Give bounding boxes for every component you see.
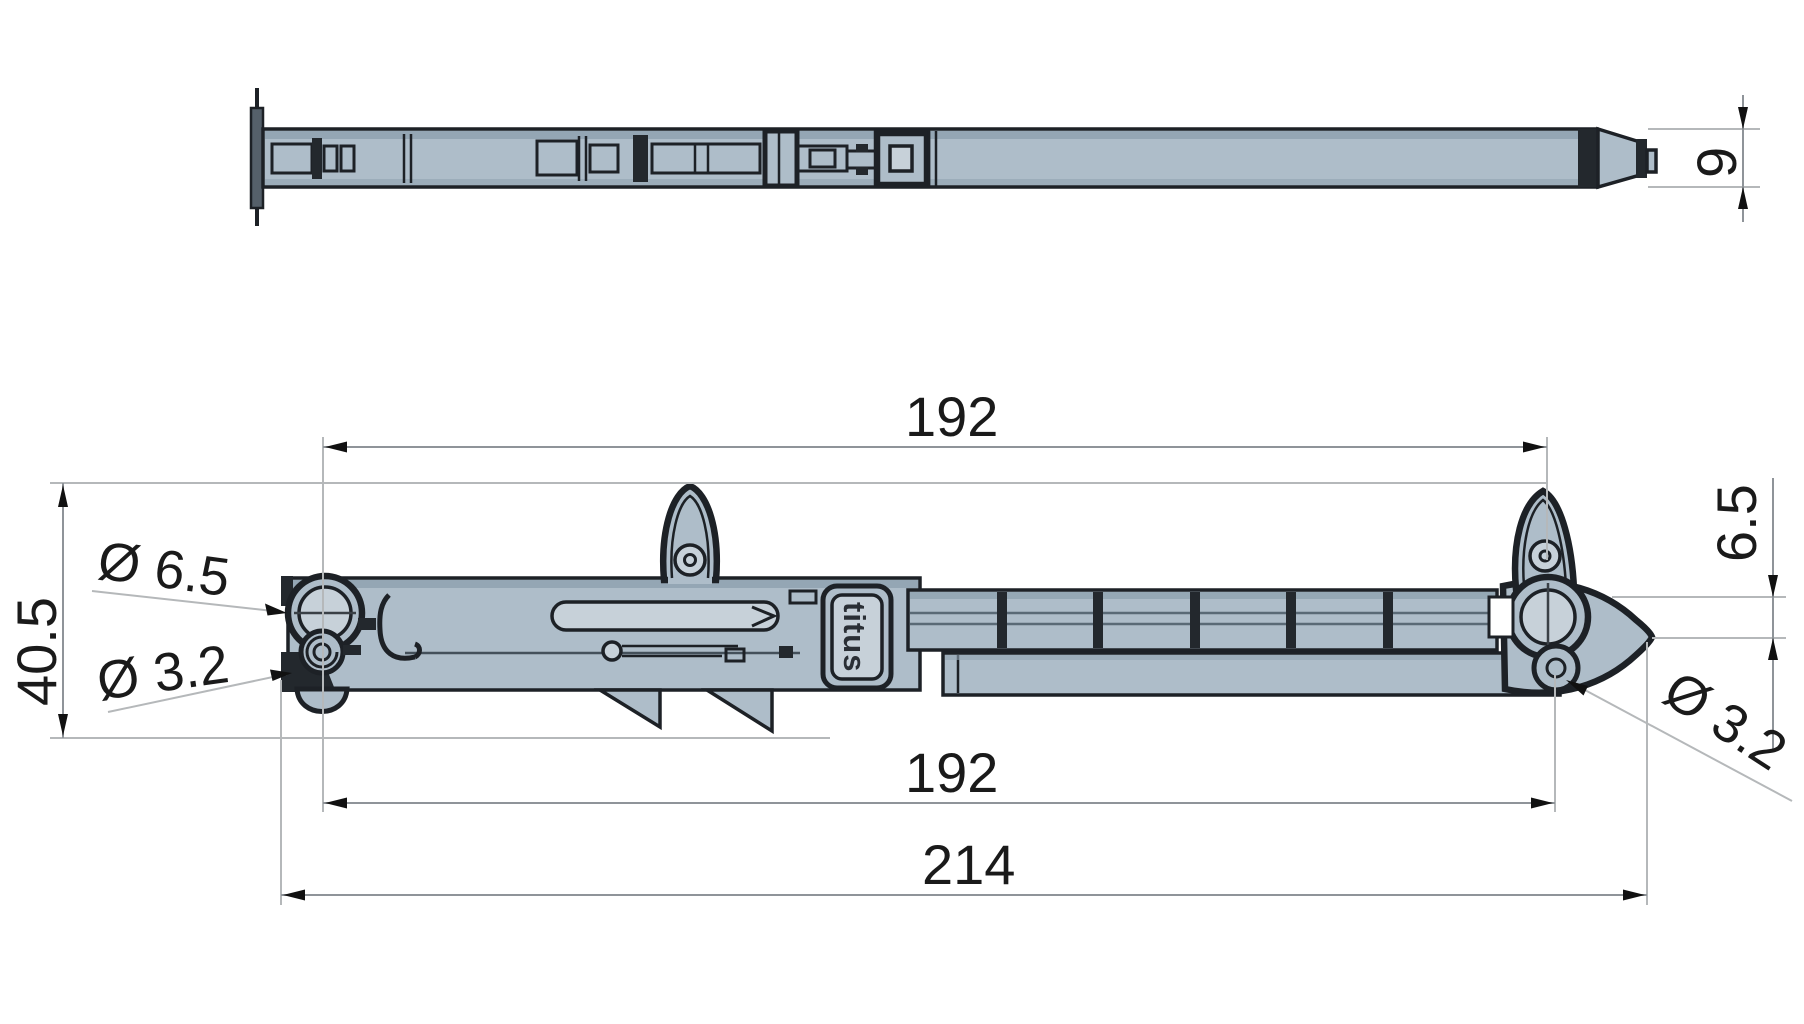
dim-label-hole-pitch-bottom: 192 — [905, 741, 998, 804]
foot-right — [700, 688, 774, 735]
lower-rail — [941, 651, 1562, 697]
rail-inner-details — [270, 128, 938, 189]
dimension-hole-pitch-bottom: 192 — [323, 675, 1556, 812]
end-assembly-right — [1487, 487, 1656, 697]
dimension-hole-pitch-top: 192 — [322, 385, 1548, 812]
hook-slot — [377, 593, 422, 661]
dimension-overall-height: 40.5 — [5, 482, 1548, 739]
dim-label-rail-thickness: 9 — [1685, 147, 1748, 178]
dim-label-overall-length: 214 — [922, 833, 1015, 896]
rail-end-flange — [249, 88, 265, 226]
latch-slot — [601, 640, 746, 663]
callout-label-large-hole: Ø 6.5 — [94, 530, 233, 608]
dim-label-overall-height: 40.5 — [5, 597, 68, 706]
long-slot — [550, 600, 780, 632]
callout-small-hole-left: Ø 3.2 — [93, 634, 292, 713]
dimension-tip-offset: 6.5 — [1612, 478, 1786, 752]
dim-label-hole-pitch-top: 192 — [905, 385, 998, 448]
mounting-lug-center — [660, 482, 720, 584]
foot-left — [593, 688, 662, 731]
rail-connector-block — [762, 128, 938, 189]
callout-large-hole: Ø 6.5 — [91, 530, 287, 616]
pivot-lug-right — [1511, 487, 1578, 593]
dimension-overall-length: 214 — [280, 642, 1648, 905]
body-details — [294, 589, 818, 735]
front-view: titus 192 40.5 Ø 6.5 Ø 3.2 — [5, 385, 1797, 905]
callout-label-small-hole-right: Ø 3.2 — [1653, 660, 1796, 782]
callout-label-small-hole-left: Ø 3.2 — [93, 634, 232, 712]
dim-label-tip-offset: 6.5 — [1705, 484, 1768, 562]
brand-logo-text: titus — [837, 602, 872, 672]
rack-end-notch — [1487, 595, 1515, 639]
top-view: 9 — [249, 88, 1760, 226]
rail-nose — [1578, 126, 1658, 190]
slide-rack — [906, 588, 1499, 652]
dimension-rail-thickness: 9 — [1648, 95, 1760, 222]
large-hole-left — [284, 572, 376, 654]
logo-plate: titus — [820, 583, 894, 691]
